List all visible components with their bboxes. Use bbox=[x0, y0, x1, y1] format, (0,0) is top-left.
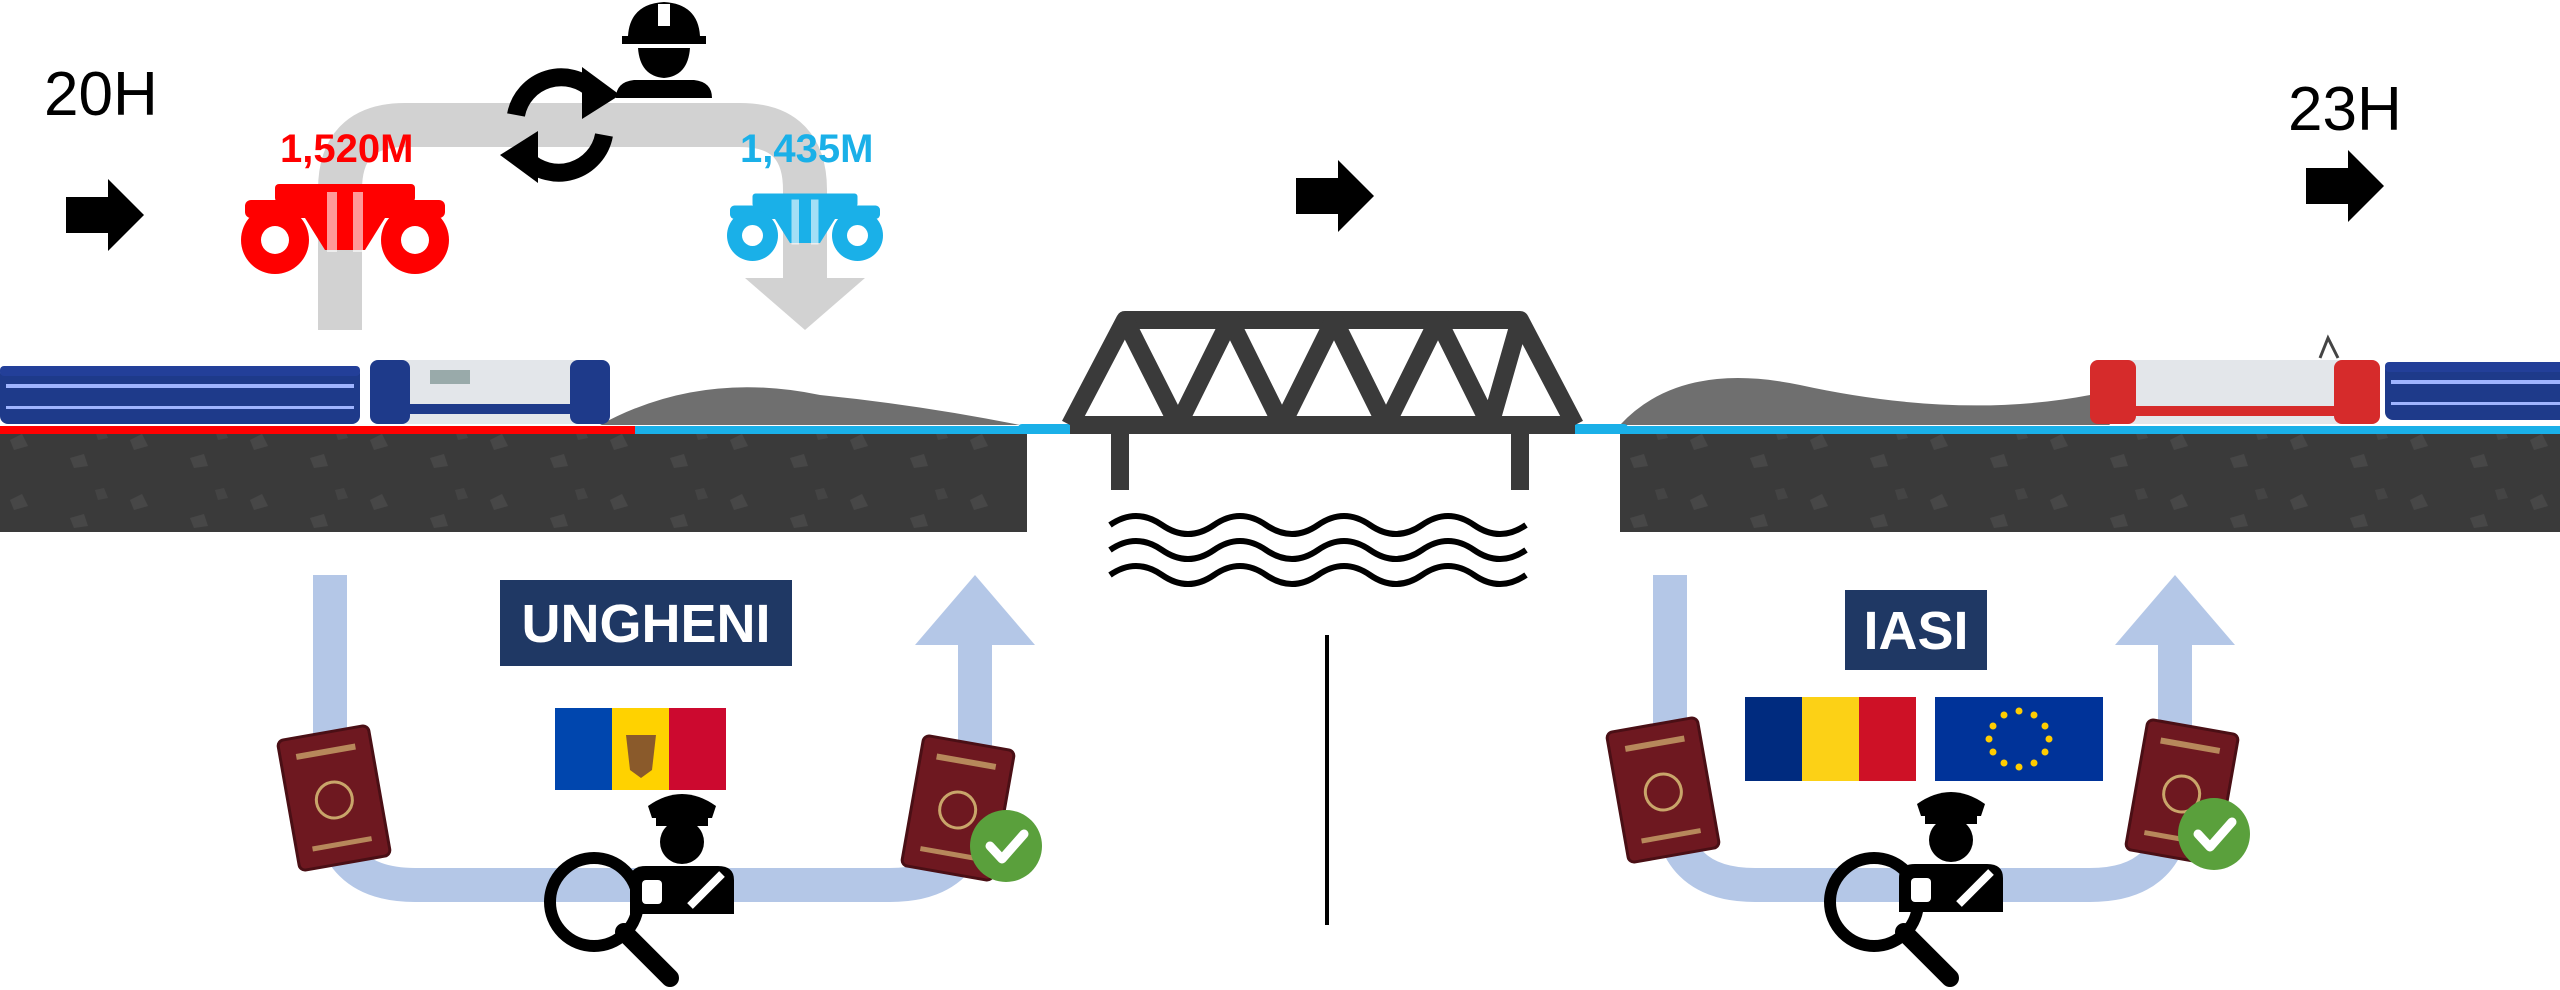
passport-icon bbox=[1604, 715, 1722, 865]
border-officer-icon bbox=[1899, 792, 2003, 912]
ground-left bbox=[0, 432, 1027, 532]
gauge-label-broad: 1,520M bbox=[280, 127, 413, 171]
hill-left bbox=[600, 387, 1020, 425]
station-box-left bbox=[500, 580, 792, 666]
gauge-label-standard: 1,435M bbox=[740, 127, 873, 171]
worker-icon bbox=[616, 2, 712, 98]
ground-right bbox=[1620, 432, 2560, 532]
passport-icon bbox=[275, 723, 393, 873]
station-name-right: IASI bbox=[1863, 601, 1968, 661]
station-box-right bbox=[1845, 590, 1987, 670]
flag-romania-icon bbox=[1745, 697, 1916, 781]
border-officer-icon bbox=[630, 794, 734, 914]
exchange-cycle-icon bbox=[500, 67, 620, 183]
flag-moldova-icon bbox=[555, 708, 726, 790]
rail-standard-right bbox=[1620, 426, 2560, 434]
train-icon bbox=[0, 360, 610, 424]
arrival-time: 23H bbox=[2288, 75, 2402, 144]
train-icon bbox=[2090, 334, 2560, 424]
gauge-change-arrow bbox=[318, 103, 827, 330]
arrow-right-icon bbox=[1296, 160, 1374, 232]
rail-standard-left bbox=[635, 426, 1027, 434]
hill-right bbox=[1620, 378, 2110, 425]
river-waves-icon bbox=[1108, 513, 1528, 587]
control-flow-arrowhead-right bbox=[2115, 575, 2235, 645]
flag-eu-icon bbox=[1935, 697, 2103, 781]
station-name-left: UNGHENI bbox=[521, 594, 770, 654]
arrow-right-icon bbox=[2306, 150, 2384, 222]
check-badge-icon bbox=[2178, 798, 2250, 870]
departure-time: 20H bbox=[44, 60, 158, 129]
arrow-right-icon bbox=[66, 179, 144, 251]
control-flow-arrowhead-left bbox=[915, 575, 1035, 645]
check-badge-icon bbox=[970, 810, 1042, 882]
rail-broad-gauge bbox=[0, 426, 635, 434]
bridge-icon bbox=[1062, 311, 1583, 490]
gauge-change-arrowhead bbox=[745, 278, 865, 330]
